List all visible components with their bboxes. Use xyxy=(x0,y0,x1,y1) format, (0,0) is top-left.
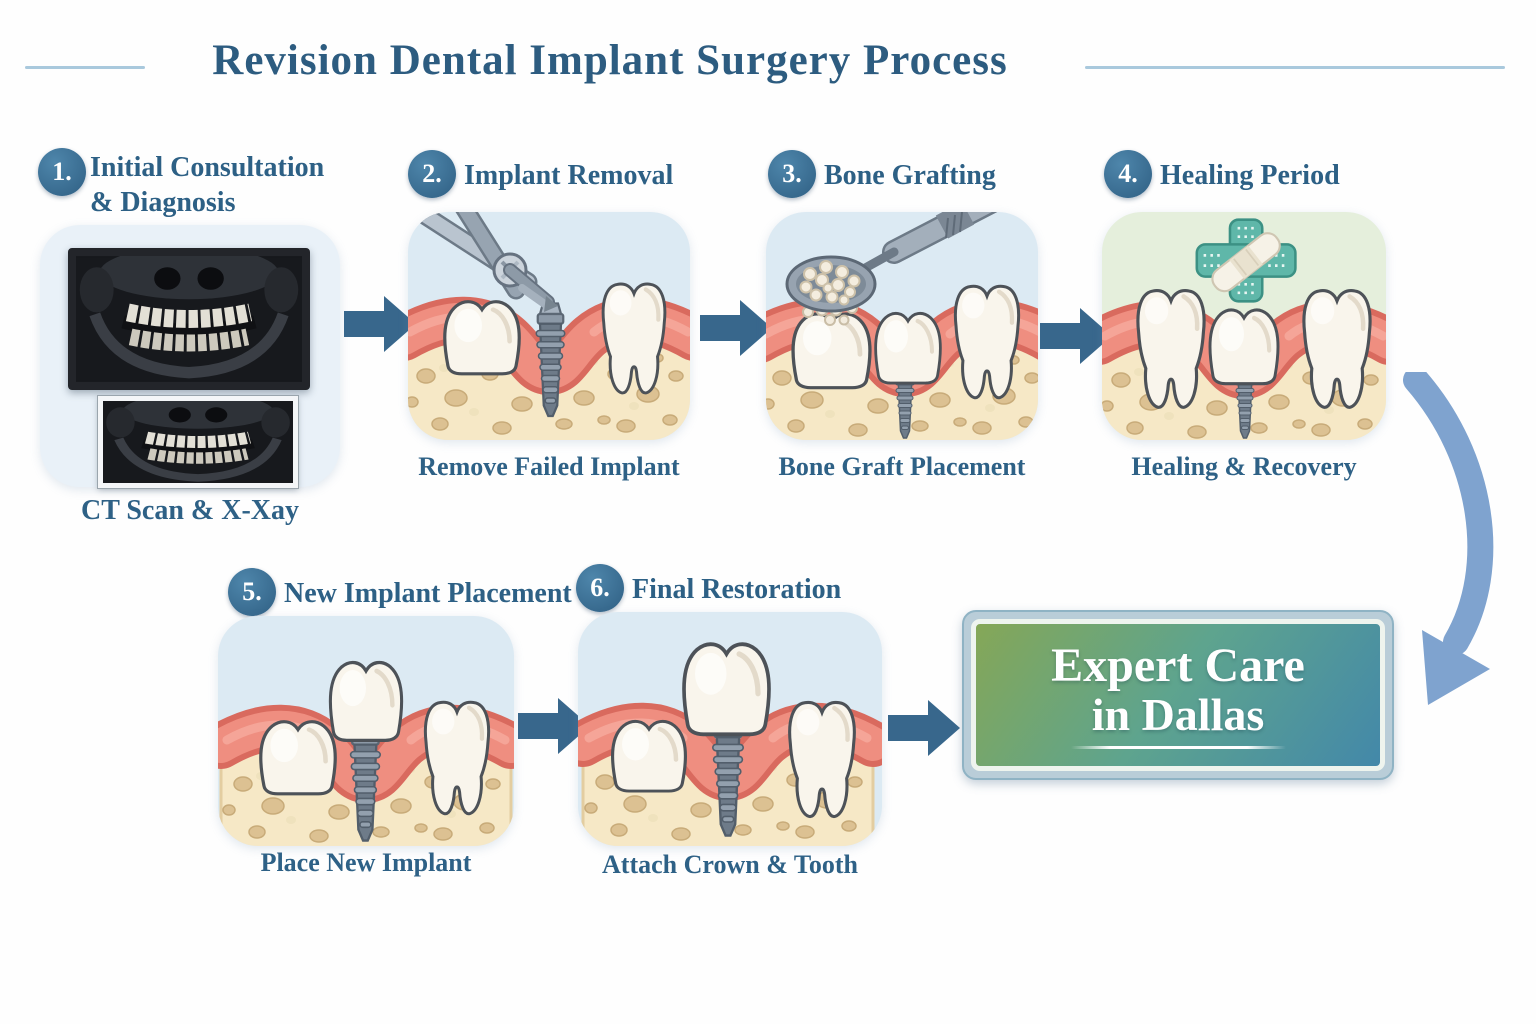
flow-arrow-5-icon xyxy=(888,700,960,756)
curved-flow-arrow-icon xyxy=(1403,372,1494,705)
xray-top-image xyxy=(68,248,310,390)
crown-icon xyxy=(1210,310,1278,384)
step-3-label: Bone Grafting xyxy=(824,160,996,191)
banner-line-2: in Dallas xyxy=(1091,689,1265,741)
crown-icon xyxy=(684,644,769,734)
flow-arrow-2-icon xyxy=(700,300,772,356)
panel-implant-removal xyxy=(408,212,690,440)
flow-arrow-1-icon xyxy=(344,296,416,352)
banner-line-1: Expert Care xyxy=(1051,638,1305,692)
step-5-number-badge: 5. xyxy=(228,568,276,616)
bandage-icon xyxy=(1195,218,1297,303)
step-3-number-badge: 3. xyxy=(768,150,816,198)
step-2-caption: Remove Failed Implant xyxy=(418,452,680,481)
crown-icon xyxy=(876,313,941,383)
step-2-number-badge: 2. xyxy=(408,150,456,198)
panel-final-restoration xyxy=(578,612,882,846)
step-4-caption: Healing & Recovery xyxy=(1131,452,1357,481)
xray-bottom-image xyxy=(97,395,299,489)
expert-care-banner-inner: Expert Care in Dallas xyxy=(971,619,1385,771)
title-divider-right xyxy=(1085,66,1505,69)
title-divider-left xyxy=(25,66,145,69)
step-1-caption: CT Scan & X-Xay xyxy=(80,495,300,526)
step-3-caption: Bone Graft Placement xyxy=(778,452,1026,481)
step-1-number-badge: 1. xyxy=(38,148,86,196)
tooth-icon xyxy=(613,721,686,791)
step-6-label: Final Restoration xyxy=(632,574,842,605)
step-6-number-badge: 6. xyxy=(576,564,624,612)
panoramic-xray-icon xyxy=(103,401,293,483)
step-4-label: Healing Period xyxy=(1160,160,1340,191)
page-title: Revision Dental Implant Surgery Process xyxy=(212,37,1008,84)
step-1-label: Initial Consultation & Diagnosis xyxy=(90,152,325,218)
tooth-icon xyxy=(261,722,335,794)
panel-bone-grafting xyxy=(766,212,1038,440)
step-2-label: Implant Removal xyxy=(464,160,674,191)
forceps-icon xyxy=(408,212,558,312)
step-4-number-badge: 4. xyxy=(1104,150,1152,198)
panel-healing-period xyxy=(1102,212,1386,440)
step-6-caption: Attach Crown & Tooth xyxy=(602,850,858,879)
panel-new-implant-placement xyxy=(218,616,514,846)
step-5-label: New Implant Placement xyxy=(284,578,572,609)
banner-underline xyxy=(1070,746,1286,750)
crown-icon xyxy=(330,663,401,741)
tooth-icon xyxy=(445,302,519,374)
step-5-caption: Place New Implant xyxy=(260,848,472,877)
expert-care-banner: Expert Care in Dallas xyxy=(962,610,1394,780)
panoramic-xray-icon xyxy=(76,256,302,380)
